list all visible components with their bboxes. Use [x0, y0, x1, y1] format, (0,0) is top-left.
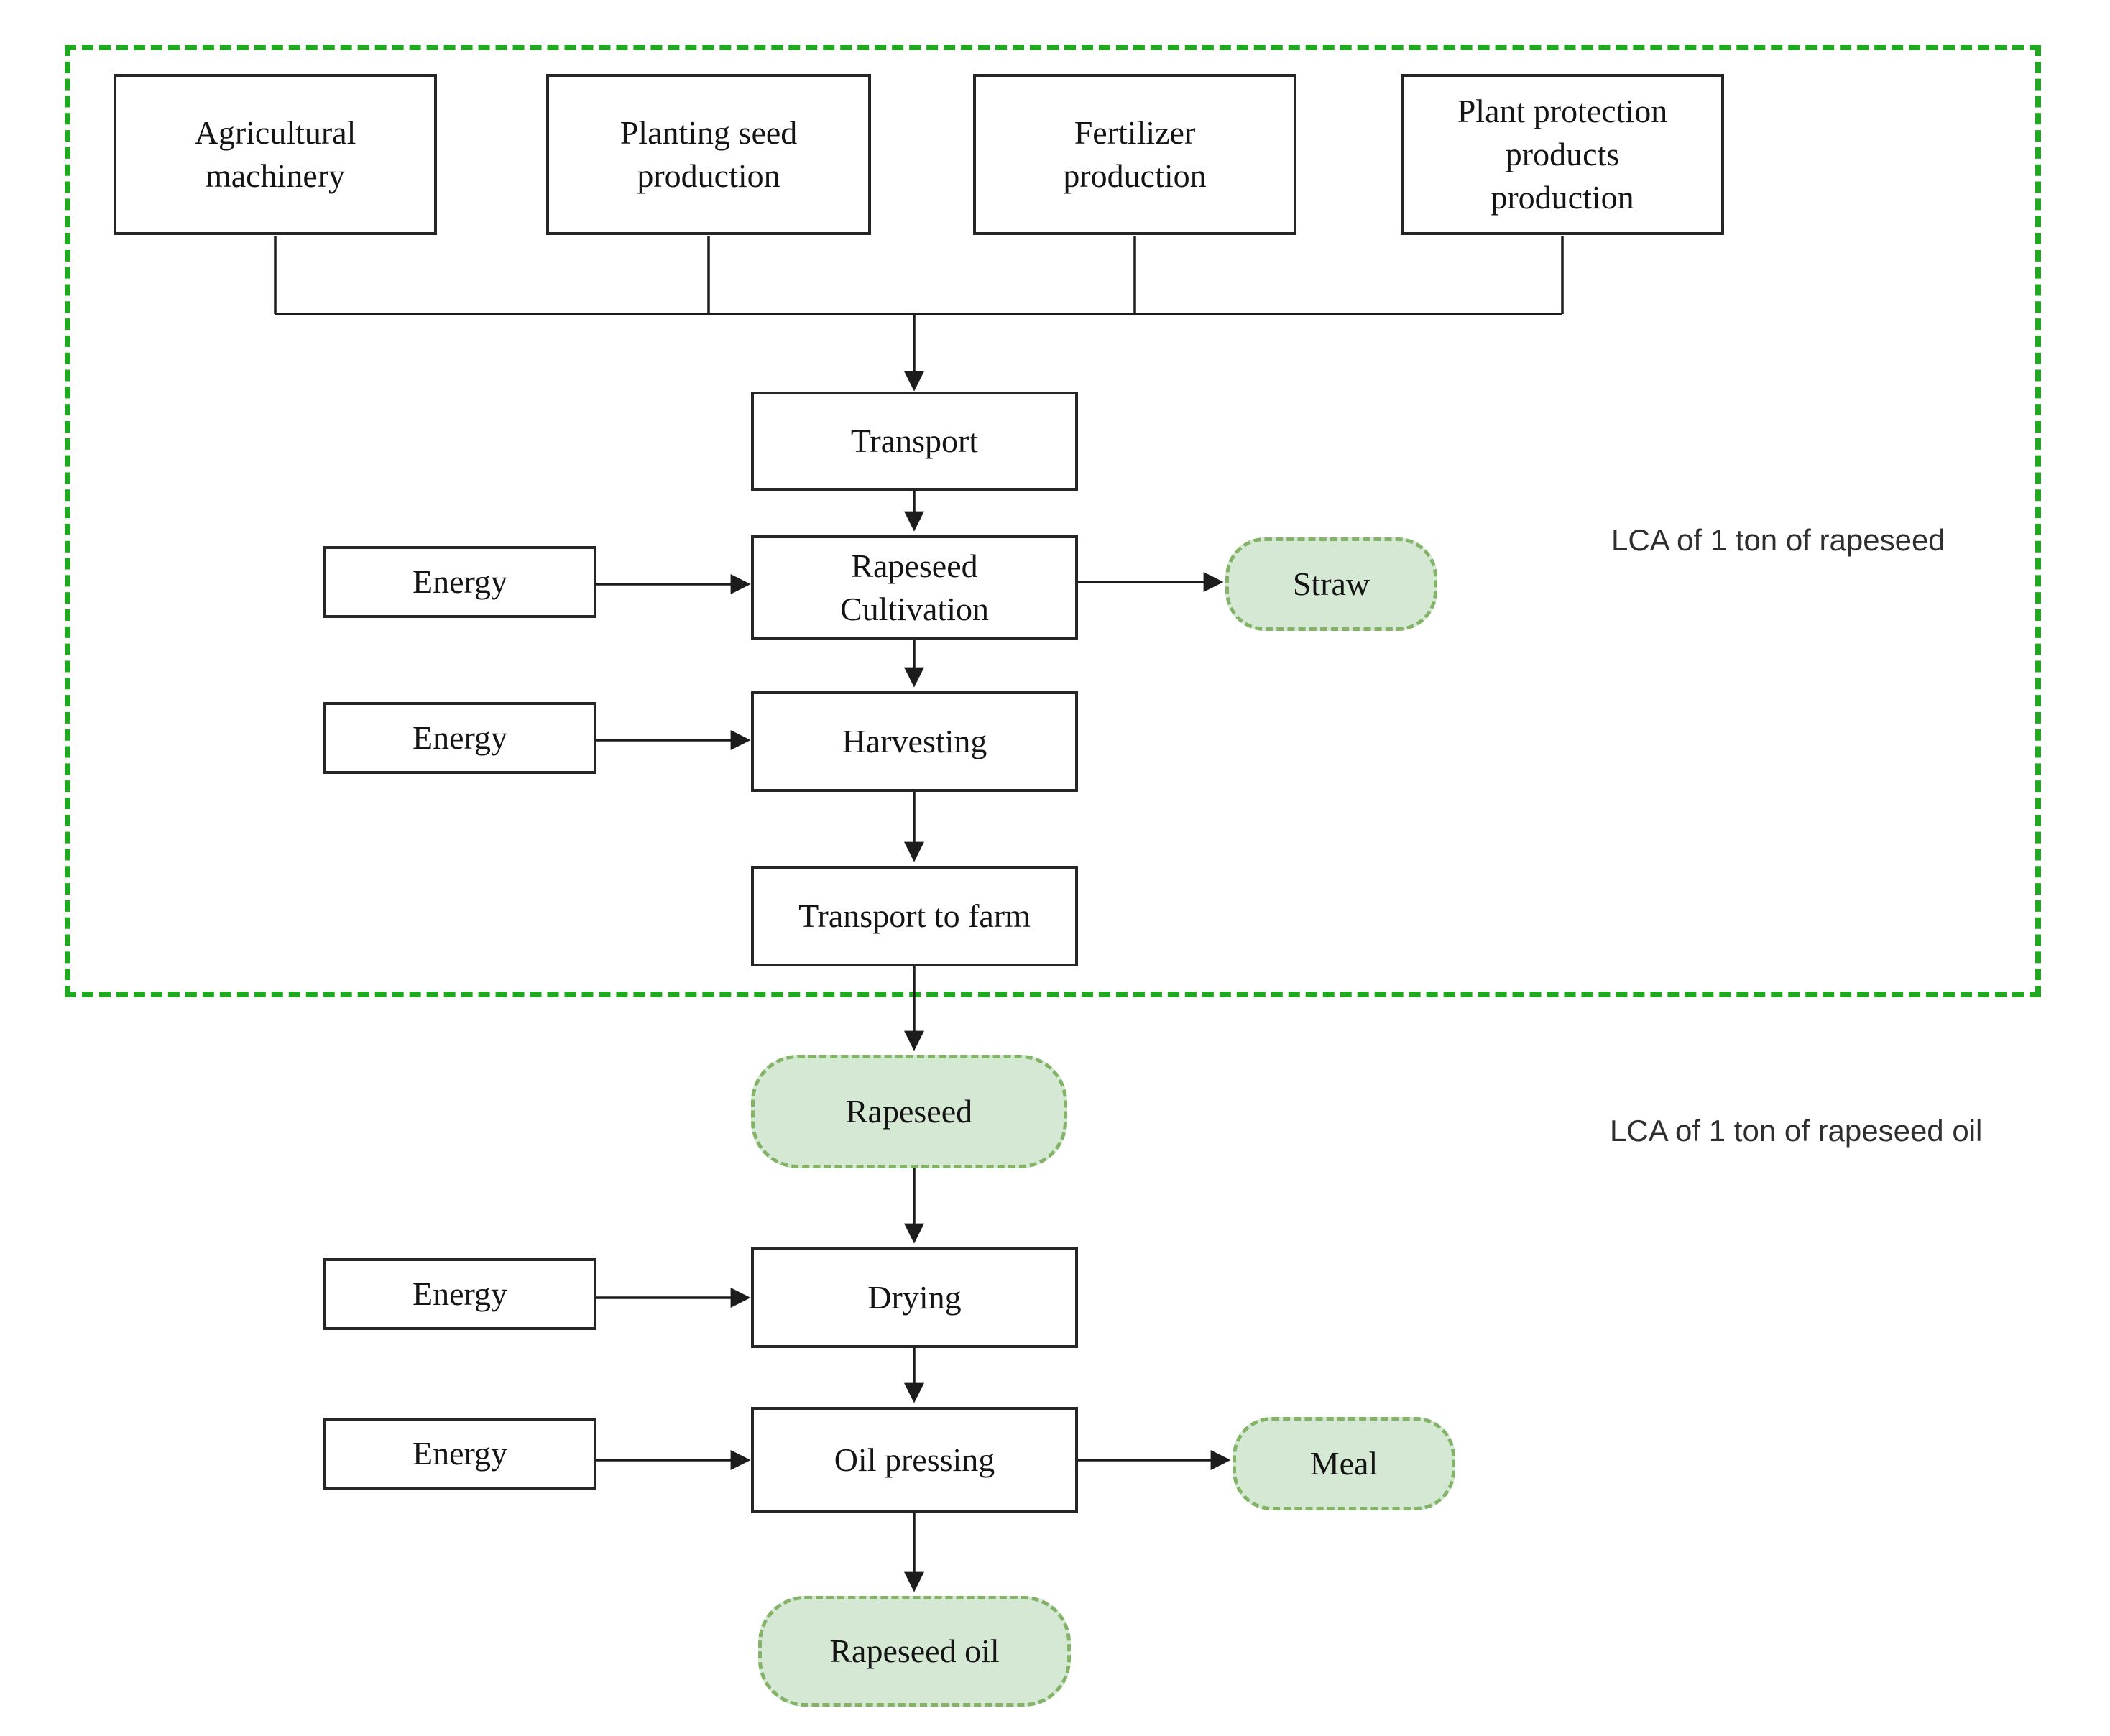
- node-oil-pressing: Oil pressing: [751, 1407, 1078, 1513]
- node-label: Energy: [412, 719, 507, 757]
- system-boundary-rapeseed: [65, 45, 2041, 997]
- node-meal: Meal: [1233, 1417, 1455, 1510]
- node-drying: Drying: [751, 1247, 1078, 1348]
- node-label: Fertilizer production: [1063, 114, 1207, 194]
- label-lca-rapeseed-oil: LCA of 1 ton of rapeseed oil: [1610, 1114, 1983, 1148]
- node-label: Planting seed production: [619, 114, 798, 194]
- label-lca-rapeseed: LCA of 1 ton of rapeseed: [1611, 523, 1945, 557]
- node-label: Meal: [1309, 1445, 1378, 1482]
- node-label: Oil pressing: [834, 1441, 995, 1479]
- node-label: Transport: [850, 423, 979, 460]
- node-harvesting: Harvesting: [751, 691, 1078, 792]
- node-label: Energy: [412, 1275, 507, 1313]
- node-label: Plant protection products production: [1457, 93, 1668, 216]
- node-energy-cultivation: Energy: [323, 546, 596, 618]
- node-label: Transport to farm: [798, 897, 1031, 935]
- node-label: Agricultural machinery: [194, 114, 356, 194]
- node-transport: Transport: [751, 392, 1078, 491]
- node-label: Straw: [1292, 565, 1370, 603]
- node-rapeseed: Rapeseed: [751, 1055, 1067, 1168]
- node-agricultural-machinery: Agricultural machinery: [114, 74, 437, 235]
- node-planting-seed-production: Planting seed production: [546, 74, 871, 235]
- node-label: Energy: [412, 1435, 507, 1472]
- node-fertilizer-production: Fertilizer production: [973, 74, 1296, 235]
- node-label: Energy: [412, 563, 507, 601]
- node-rapeseed-oil: Rapeseed oil: [758, 1596, 1071, 1707]
- node-label: Rapeseed Cultivation: [840, 547, 989, 627]
- node-energy-oil-pressing: Energy: [323, 1418, 596, 1490]
- node-energy-harvesting: Energy: [323, 702, 596, 774]
- node-energy-drying: Energy: [323, 1258, 596, 1330]
- node-label: Rapeseed: [845, 1093, 973, 1130]
- node-label: Drying: [867, 1279, 962, 1316]
- node-label: Harvesting: [842, 723, 987, 760]
- node-label: Rapeseed oil: [829, 1633, 1000, 1670]
- node-straw: Straw: [1225, 537, 1437, 631]
- node-transport-to-farm: Transport to farm: [751, 866, 1078, 966]
- node-rapeseed-cultivation: Rapeseed Cultivation: [751, 535, 1078, 640]
- node-plant-protection-products-production: Plant protection products production: [1401, 74, 1724, 235]
